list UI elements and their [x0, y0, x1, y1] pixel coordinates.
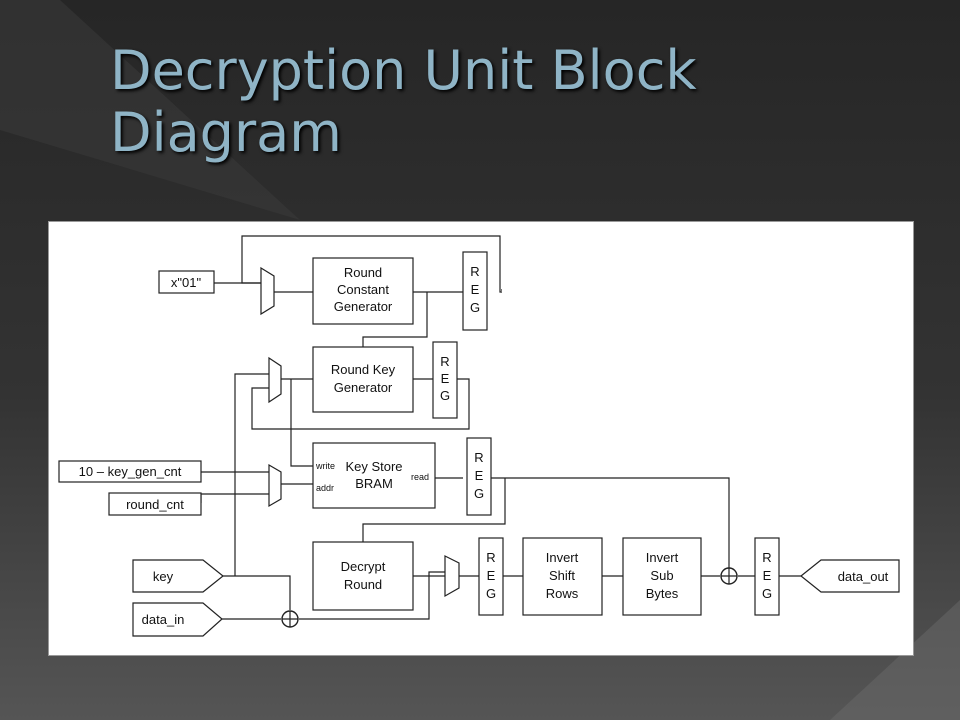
port-write-label: write	[315, 461, 335, 471]
rkg-line-1: Round Key	[331, 362, 396, 377]
isb-line-3: Bytes	[646, 586, 679, 601]
rcg-line-2: Constant	[337, 282, 389, 297]
reg-decrypt-round: R E G	[478, 537, 504, 616]
xor-output	[720, 567, 738, 585]
slide-title: Decryption Unit Block Diagram	[110, 40, 870, 164]
rcg-line-1: Round	[344, 265, 382, 280]
rcg-line-3: Generator	[334, 299, 393, 314]
port-read-label: read	[411, 472, 429, 482]
title-line-1: Decryption Unit Block	[110, 39, 697, 102]
block-diagram: x"01" Round Constant Generator Round Key…	[58, 235, 900, 637]
round-constant-generator-block: Round Constant Generator	[312, 257, 414, 325]
reg3-e: E	[475, 468, 484, 483]
data-in-label: data_in	[142, 612, 185, 627]
invert-sub-bytes-block: Invert Sub Bytes	[622, 537, 702, 616]
reg-round-constant: R E G	[462, 251, 488, 331]
const-input-label: x"01"	[171, 275, 202, 290]
reg1-e: E	[471, 282, 480, 297]
round-key-generator-block: Round Key Generator	[312, 346, 414, 413]
decrypt-line-1: Decrypt	[341, 559, 386, 574]
mux-decrypt-round	[444, 555, 460, 598]
key-label: key	[153, 569, 174, 584]
title-line-2: Diagram	[110, 101, 342, 164]
reg2-r: R	[440, 354, 449, 369]
reg5-g: G	[762, 586, 772, 601]
isb-line-2: Sub	[650, 568, 673, 583]
isr-line-2: Shift	[549, 568, 575, 583]
decrypt-round-block: Decrypt Round	[312, 541, 414, 611]
reg4-g: G	[486, 586, 496, 601]
key-store-line-1: Key Store	[345, 459, 402, 474]
invert-shift-rows-block: Invert Shift Rows	[522, 537, 603, 616]
key-store-line-2: BRAM	[355, 476, 393, 491]
reg3-r: R	[474, 450, 483, 465]
isr-line-3: Rows	[546, 586, 579, 601]
input-data-in: data_in	[132, 602, 223, 637]
key-store-bram-block: Key Store BRAM write addr read	[312, 442, 436, 509]
reg5-r: R	[762, 550, 771, 565]
reg4-r: R	[486, 550, 495, 565]
key-gen-cnt-label: 10 – key_gen_cnt	[79, 464, 182, 479]
data-out-label: data_out	[838, 569, 889, 584]
reg5-e: E	[763, 568, 772, 583]
mux-round-key	[268, 356, 282, 404]
input-key-gen-cnt: 10 – key_gen_cnt	[58, 460, 202, 483]
reg-key-store: R E G	[466, 437, 492, 516]
isr-line-1: Invert	[546, 550, 579, 565]
reg-output: R E G	[754, 537, 780, 616]
rkg-line-2: Generator	[334, 380, 393, 395]
isb-line-1: Invert	[646, 550, 679, 565]
wires	[200, 235, 801, 620]
reg-round-key: R E G	[432, 341, 458, 419]
reg3-g: G	[474, 486, 484, 501]
reg4-e: E	[487, 568, 496, 583]
diagram-panel: x"01" Round Constant Generator Round Key…	[48, 221, 914, 656]
round-cnt-label: round_cnt	[126, 497, 184, 512]
xor-data-in	[281, 610, 299, 628]
input-round-cnt: round_cnt	[108, 492, 202, 516]
const-input: x"01"	[158, 270, 215, 294]
reg2-g: G	[440, 388, 450, 403]
port-addr-label: addr	[316, 483, 334, 493]
mux-key-store-addr	[268, 463, 282, 508]
mux-round-constant	[260, 266, 275, 316]
output-data-out: data_out	[800, 559, 900, 593]
reg1-r: R	[470, 264, 479, 279]
reg2-e: E	[441, 371, 450, 386]
decrypt-line-2: Round	[344, 577, 382, 592]
input-key: key	[132, 559, 224, 593]
reg1-g: G	[470, 300, 480, 315]
